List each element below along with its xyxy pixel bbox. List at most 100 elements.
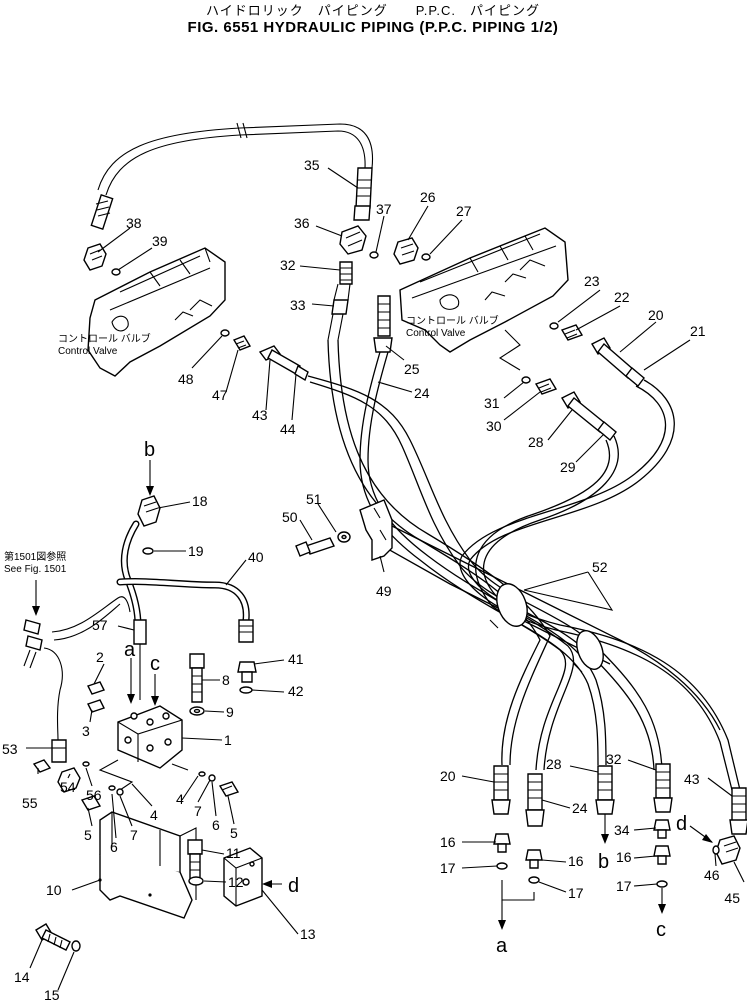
callout-16-mid: 16 <box>568 853 584 869</box>
callout-17-left: 17 <box>440 860 456 876</box>
letter-a-bottom: a <box>496 935 508 957</box>
callout-5-left: 5 <box>84 827 92 843</box>
letter-c-block: c <box>150 653 160 675</box>
callout-56: 56 <box>86 787 102 803</box>
callout-57: 57 <box>92 617 108 633</box>
callout-3: 3 <box>82 723 90 739</box>
callout-19: 19 <box>188 543 204 559</box>
callout-17-mid: 17 <box>568 885 584 901</box>
callout-36: 36 <box>294 215 310 231</box>
callout-44: 44 <box>280 421 296 437</box>
valve-left-label-jp: コントロール バルブ <box>58 332 151 345</box>
callout-6-right: 6 <box>212 817 220 833</box>
callout-17-right: 17 <box>616 878 632 894</box>
bracket-49 <box>295 499 393 561</box>
callout-2: 2 <box>96 649 104 665</box>
callouts: 1 2 3 4 4 5 5 6 6 7 7 8 9 10 11 12 13 14… <box>2 157 740 1001</box>
callout-32-bottom: 32 <box>606 751 622 767</box>
letter-b-top: b <box>144 439 155 461</box>
callout-40: 40 <box>248 549 264 565</box>
valve-right-label-en: Control Valve <box>406 328 466 339</box>
callout-21: 21 <box>690 323 706 339</box>
callout-1: 1 <box>224 732 232 748</box>
callout-55: 55 <box>22 795 38 811</box>
reference-note-en: See Fig. 1501 <box>4 564 67 575</box>
callout-7-right: 7 <box>194 803 202 819</box>
callout-7-left: 7 <box>130 827 138 843</box>
callout-42: 42 <box>288 683 304 699</box>
callout-25: 25 <box>404 361 420 377</box>
callout-32-top: 32 <box>280 257 296 273</box>
callout-47: 47 <box>212 387 228 403</box>
callout-39: 39 <box>152 233 168 249</box>
callout-43-bottom: 43 <box>684 771 700 787</box>
letter-b-bottom: b <box>598 851 609 873</box>
fittings-right-valve <box>327 167 645 442</box>
callout-23: 23 <box>584 273 600 289</box>
callout-48: 48 <box>178 371 194 387</box>
callout-51: 51 <box>306 491 322 507</box>
callout-52: 52 <box>592 559 608 575</box>
callout-4-left: 4 <box>150 807 158 823</box>
callout-9: 9 <box>226 704 234 720</box>
callout-49: 49 <box>376 583 392 599</box>
callout-38: 38 <box>126 215 142 231</box>
callout-16-right: 16 <box>616 849 632 865</box>
callout-33: 33 <box>290 297 306 313</box>
ppc-block-assembly <box>23 495 263 952</box>
callout-16-left: 16 <box>440 834 456 850</box>
flow-arrows <box>32 460 713 930</box>
callout-8: 8 <box>222 672 230 688</box>
leader-lines <box>26 167 745 991</box>
control-valve-left: コントロール バルブ Control Valve <box>58 247 226 377</box>
letter-a-block: a <box>124 639 136 661</box>
callout-26: 26 <box>420 189 436 205</box>
bottom-right-fittings <box>491 763 747 901</box>
callout-28-bottom: 28 <box>546 756 562 772</box>
callout-15: 15 <box>44 987 60 1001</box>
callout-31: 31 <box>484 395 500 411</box>
title-japanese: ハイドロリック パイピング P.P.C. パイピング <box>206 3 540 18</box>
callout-29: 29 <box>560 459 576 475</box>
valve-left-label-en: Control Valve <box>58 346 118 357</box>
figure-title: FIG. 6551 HYDRAULIC PIPING (P.P.C. PIPIN… <box>188 19 559 36</box>
callout-28-top: 28 <box>528 434 544 450</box>
callout-46: 46 <box>704 867 720 883</box>
callout-18: 18 <box>192 493 208 509</box>
letter-d-right: d <box>676 813 687 835</box>
callout-14: 14 <box>14 969 30 985</box>
callout-12: 12 <box>228 874 244 890</box>
hose-bundle <box>307 339 741 791</box>
callout-11: 11 <box>226 845 241 861</box>
letter-c-bottom: c <box>656 919 666 941</box>
callout-10: 10 <box>46 882 62 898</box>
callout-6-left: 6 <box>110 839 118 855</box>
callout-24-top: 24 <box>414 385 430 401</box>
callout-54: 54 <box>60 779 76 795</box>
callout-41: 41 <box>288 651 304 667</box>
reference-note-jp: 第1501図参照 <box>4 550 66 563</box>
callout-4-right: 4 <box>176 791 184 807</box>
callout-20-top: 20 <box>648 307 664 323</box>
callout-45: 45 <box>724 890 740 906</box>
connection-letters: b a c d d a b c <box>124 439 687 957</box>
callout-13: 13 <box>300 926 316 942</box>
fittings-left-valve <box>83 194 309 382</box>
callout-34: 34 <box>614 822 630 838</box>
control-valve-right: コントロール バルブ Control Valve <box>399 227 569 371</box>
callout-30: 30 <box>486 418 502 434</box>
callout-50: 50 <box>282 509 298 525</box>
letter-d-bracket: d <box>288 875 299 897</box>
callout-24-bottom: 24 <box>572 800 588 816</box>
callout-22: 22 <box>614 289 630 305</box>
top-hose <box>97 122 374 196</box>
valve-right-label-jp: コントロール バルブ <box>406 314 499 327</box>
callout-5-right: 5 <box>230 825 238 841</box>
callout-27: 27 <box>456 203 472 219</box>
callout-53: 53 <box>2 741 18 757</box>
callout-35: 35 <box>304 157 320 173</box>
callout-43-top: 43 <box>252 407 268 423</box>
callout-37: 37 <box>376 201 392 217</box>
callout-20-bottom: 20 <box>440 768 456 784</box>
